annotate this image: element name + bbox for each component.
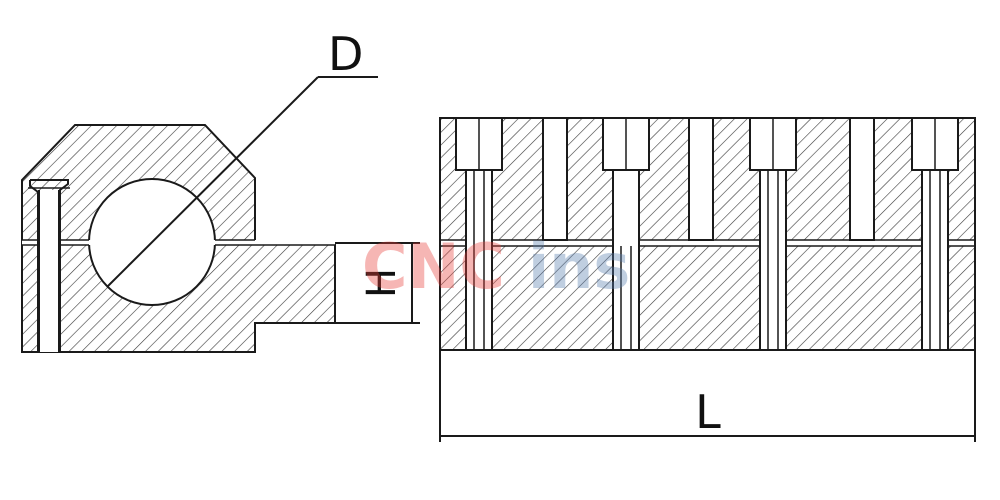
split-gap <box>22 240 335 245</box>
clamp-slot-1 <box>542 117 568 241</box>
height-dimension <box>335 242 420 324</box>
height-label: H <box>359 268 405 298</box>
counterbore-hole-4 <box>911 117 959 351</box>
diameter-label: D <box>328 27 363 81</box>
diameter-leader <box>106 76 319 288</box>
counterbore-hole-3 <box>749 117 797 351</box>
watermark-logo: CNC ins <box>362 230 630 303</box>
side-view <box>439 117 976 351</box>
watermark-part2: ins <box>528 230 630 303</box>
end-view <box>21 76 378 353</box>
length-label: L <box>695 385 721 439</box>
clamp-slot-2 <box>688 117 714 241</box>
clamp-slot-3 <box>849 117 875 241</box>
watermark-part1: CNC <box>362 230 505 303</box>
length-dimension <box>439 350 976 442</box>
